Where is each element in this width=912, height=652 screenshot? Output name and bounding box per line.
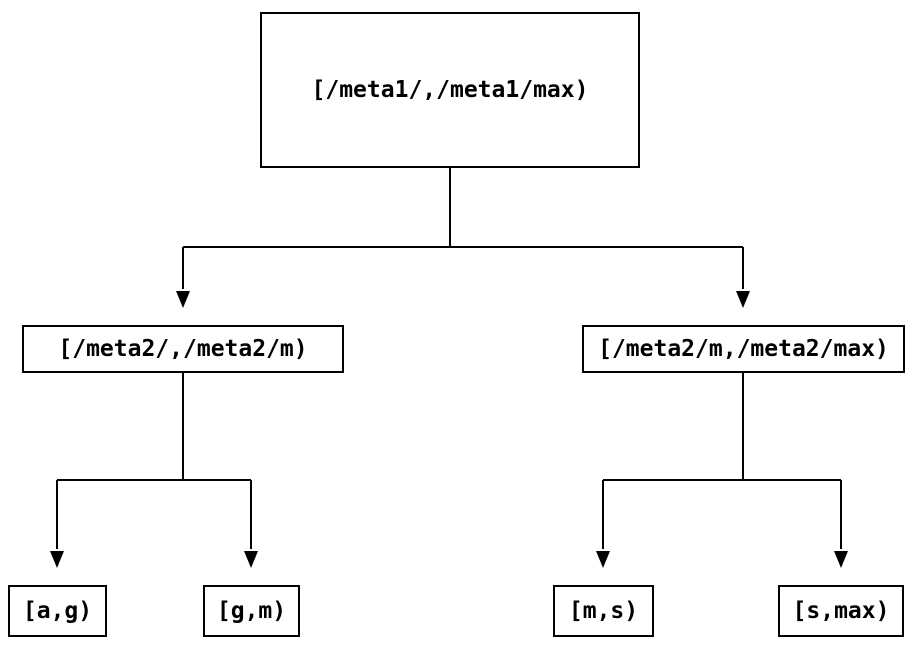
arrowhead-down-icon: [176, 291, 190, 308]
node-root: [/meta1/,/meta1/max): [260, 12, 640, 168]
node-meta2-left: [/meta2/,/meta2/m): [22, 325, 344, 373]
node-leaf-g-m: [g,m): [203, 585, 300, 637]
arrowhead-down-icon: [596, 551, 610, 568]
node-leaf-a-g: [a,g): [8, 585, 107, 637]
node-meta2-right: [/meta2/m,/meta2/max): [582, 325, 905, 373]
edge-right-children-line: [602, 373, 842, 549]
edge-left-children-line: [56, 373, 252, 549]
node-leaf-s-max: [s,max): [778, 585, 904, 637]
arrowhead-down-icon: [736, 291, 750, 308]
arrowhead-down-icon: [244, 551, 258, 568]
node-leaf-m-s: [m,s): [553, 585, 654, 637]
arrowhead-down-icon: [50, 551, 64, 568]
edge-root-children-line: [182, 168, 744, 289]
arrowhead-down-icon: [834, 551, 848, 568]
